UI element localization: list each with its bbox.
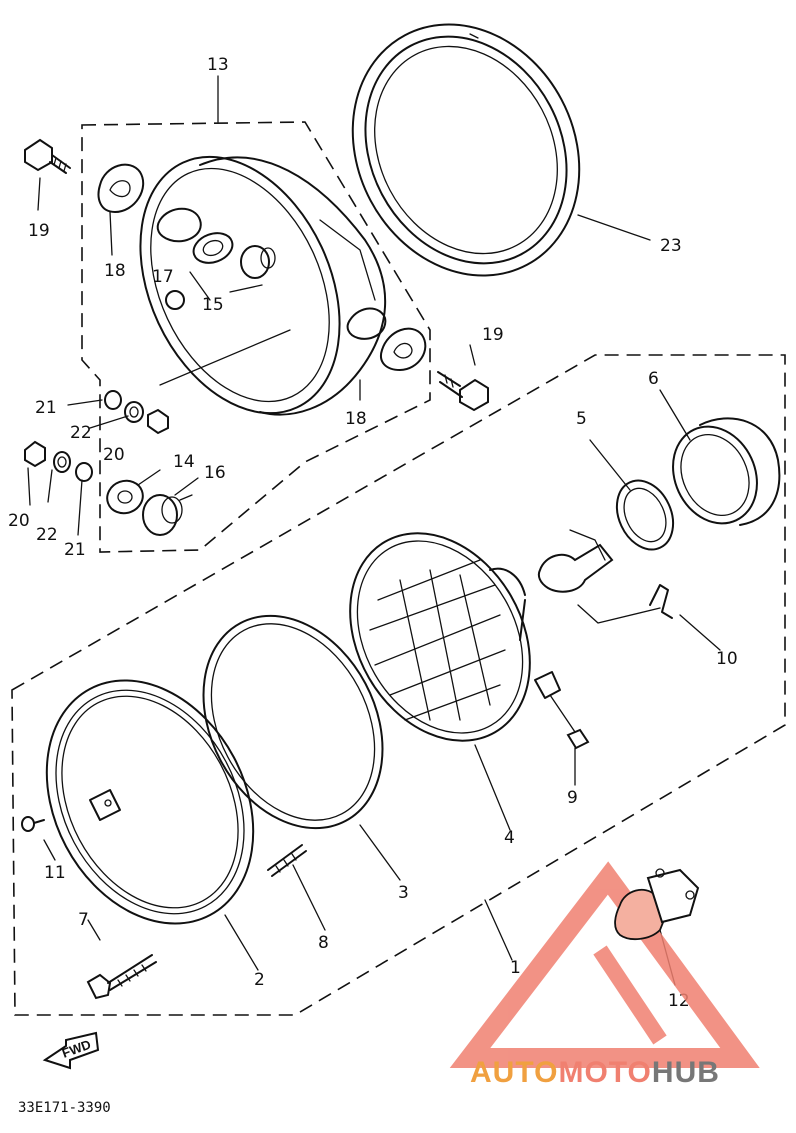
long-screw-7 <box>86 954 157 1000</box>
part-code: 33E171-3390 <box>18 1100 111 1116</box>
bolt-19-right <box>437 371 489 412</box>
callout-17: 17 <box>152 267 174 287</box>
callout-labels: 13 23 19 18 17 15 19 18 21 22 20 14 16 2… <box>8 55 738 1011</box>
callout-18-right: 18 <box>345 409 367 429</box>
callout-16: 16 <box>204 463 226 483</box>
rim-ring-23 <box>351 23 581 277</box>
hardware-20-21-22-lower <box>24 440 93 482</box>
watermark-logo <box>449 861 760 1068</box>
headlight-bulb <box>537 529 614 593</box>
callout-3: 3 <box>398 883 409 903</box>
callout-20-upper: 20 <box>103 445 125 465</box>
callout-22-upper: 22 <box>70 423 92 443</box>
callout-15: 15 <box>202 295 224 315</box>
retaining-ring-5 <box>615 479 675 551</box>
adjust-screw-8 <box>267 844 307 877</box>
callout-8: 8 <box>318 933 329 953</box>
headlight-rim-2 <box>45 679 255 925</box>
hardware-20-21-22-upper <box>104 390 169 435</box>
bulb-cover-6 <box>672 417 781 526</box>
callout-19-top: 19 <box>28 221 50 241</box>
callout-20-lower: 20 <box>8 511 30 531</box>
callout-6: 6 <box>648 369 659 389</box>
washer-14 <box>106 479 144 515</box>
callout-22-lower: 22 <box>36 525 58 545</box>
callout-1: 1 <box>510 958 521 978</box>
watermark-hub: HUB <box>652 1056 720 1089</box>
callout-2: 2 <box>254 970 265 990</box>
callout-21-upper: 21 <box>35 398 57 418</box>
callout-18-left: 18 <box>104 261 126 281</box>
callout-10: 10 <box>716 649 738 669</box>
callout-5: 5 <box>576 409 587 429</box>
adjuster-15-17 <box>189 232 276 301</box>
watermark-moto: MOTO <box>558 1056 651 1089</box>
grommet-18-left <box>97 163 145 214</box>
adjuster-nut-9 <box>566 728 590 750</box>
callout-11: 11 <box>44 863 66 883</box>
callout-14: 14 <box>173 452 195 472</box>
leader-lines <box>27 75 721 986</box>
callout-19-right: 19 <box>482 325 504 345</box>
adjuster-16 <box>142 494 193 536</box>
housing-13 <box>139 155 387 416</box>
group-1-boundary <box>11 354 786 1016</box>
watermark-text: AUTOMOTOHUB <box>470 1056 720 1089</box>
callout-23: 23 <box>660 236 682 256</box>
callout-4: 4 <box>504 828 515 848</box>
lens-unit-4 <box>349 532 561 742</box>
bulb-12 <box>614 868 700 941</box>
grommet-18-right <box>380 327 427 372</box>
bolt-19-top <box>24 138 71 174</box>
callout-9: 9 <box>567 788 578 808</box>
callout-13: 13 <box>207 55 229 75</box>
gasket-ring-3 <box>202 614 384 830</box>
callout-7: 7 <box>78 910 89 930</box>
screw-11 <box>21 816 45 832</box>
watermark-auto: AUTO <box>470 1056 558 1089</box>
fwd-direction-arrow: FWD <box>42 1031 100 1070</box>
spring-clip-10 <box>649 584 673 619</box>
callout-21-lower: 21 <box>64 540 86 560</box>
